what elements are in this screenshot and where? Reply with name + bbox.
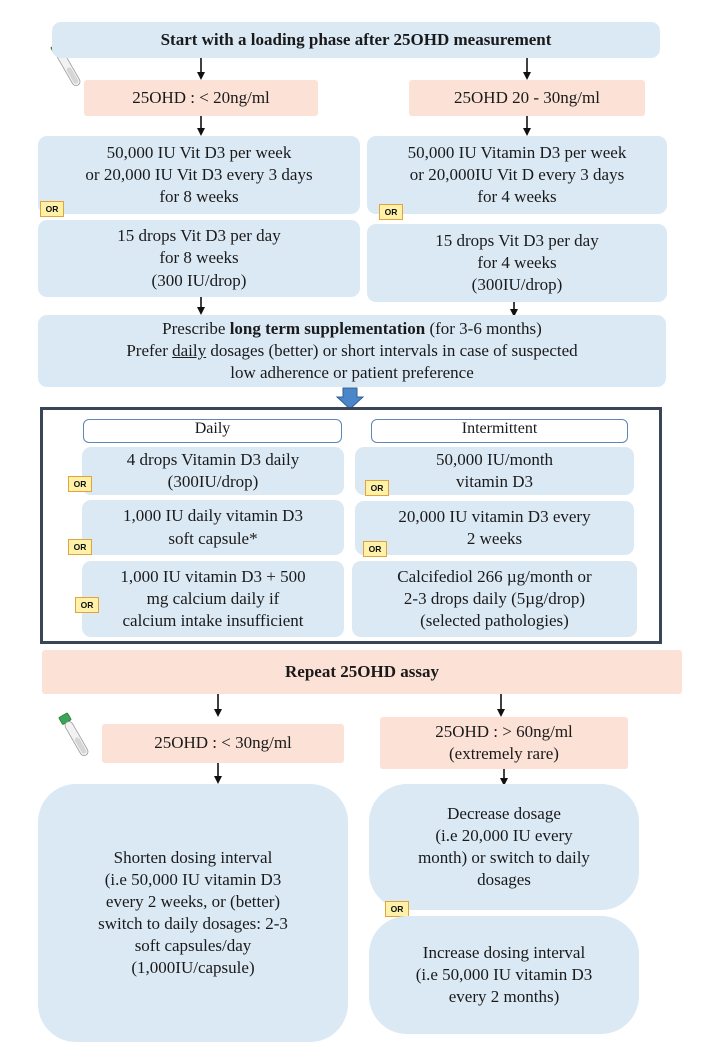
start-box: Start with a loading phase after 25OHD m… [52, 22, 660, 58]
decrease-dosage-box: Decrease dosage (i.e 20,000 IU every mon… [369, 784, 639, 910]
or-badge: OR [75, 597, 99, 613]
daily-header: Daily [83, 419, 342, 443]
increase-interval-box: Increase dosing interval (i.e 50,000 IU … [369, 916, 639, 1034]
left-drops-box: 15 drops Vit D3 per day for 8 weeks (300… [38, 220, 360, 297]
regimen-options-frame [40, 407, 662, 644]
intermittent-option-2: 20,000 IU vitamin D3 every 2 weeks [355, 501, 634, 555]
or-badge: OR [385, 901, 409, 917]
repeat-assay-box: Repeat 25OHD assay [42, 650, 682, 694]
intermittent-option-3: Calcifediol 266 µg/month or 2-3 drops da… [352, 561, 637, 637]
intermittent-option-1: 50,000 IU/month vitamin D3 [355, 447, 634, 495]
daily-option-1: 4 drops Vitamin D3 daily (300IU/drop) [82, 447, 344, 495]
high-result-label: 25OHD : > 60ng/ml (extremely rare) [380, 717, 628, 769]
branch-left-label: 25OHD : < 20ng/ml [84, 80, 318, 116]
long-term-box: Prescribe long term supplementation (for… [38, 315, 666, 387]
low-result-label: 25OHD : < 30ng/ml [102, 724, 344, 763]
start-text: Start with a loading phase after 25OHD m… [160, 29, 552, 49]
or-badge: OR [40, 201, 64, 217]
or-badge: OR [379, 204, 403, 220]
blood-tube-icon [58, 712, 89, 756]
intermittent-header: Intermittent [371, 419, 628, 443]
branch-left-text: 25OHD : < 20ng/ml [132, 87, 270, 107]
branch-right-label: 25OHD 20 - 30ng/ml [409, 80, 645, 116]
or-badge: OR [68, 476, 92, 492]
right-drops-box: 15 drops Vit D3 per day for 4 weeks (300… [367, 224, 667, 302]
daily-option-3: 1,000 IU vitamin D3 + 500 mg calcium dai… [82, 561, 344, 637]
or-badge: OR [365, 480, 389, 496]
big-down-arrow [335, 387, 365, 410]
right-loading-box: 50,000 IU Vitamin D3 per week or 20,000I… [367, 136, 667, 214]
or-badge: OR [363, 541, 387, 557]
left-loading-box: 50,000 IU Vit D3 per week or 20,000 IU V… [38, 136, 360, 214]
branch-right-text: 25OHD 20 - 30ng/ml [454, 87, 600, 107]
daily-option-2: 1,000 IU daily vitamin D3 soft capsule* [82, 500, 344, 555]
or-badge: OR [68, 539, 92, 555]
shorten-interval-box: Shorten dosing interval (i.e 50,000 IU v… [38, 784, 348, 1042]
